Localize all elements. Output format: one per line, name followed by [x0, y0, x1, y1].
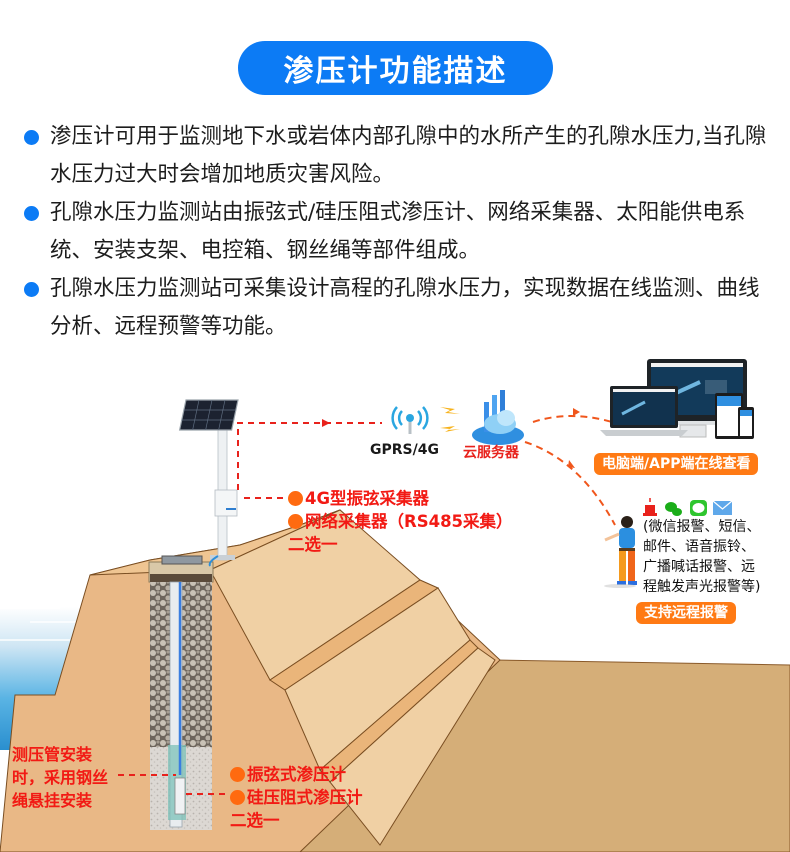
alarm-line: 程触发声光报警等)	[643, 579, 761, 595]
bullet-dot-icon	[24, 282, 39, 297]
alarm-line: 广播喊话报警、远	[643, 559, 755, 575]
alarm-methods-text: (微信报警、短信、 邮件、语音振铃、 广播喊话报警、远 程触发声光报警等)	[643, 517, 760, 597]
message-icon	[690, 500, 707, 516]
control-box	[214, 489, 238, 517]
piezometer	[174, 777, 186, 815]
siren-icon	[643, 498, 657, 516]
online-view-badge: 电脑端/APP端在线查看	[594, 453, 759, 475]
mail-icon	[712, 500, 733, 515]
bullet-text: 渗压计可用于监测地下水或岩体内部孔隙中的水所产生的孔隙水压力,当孔隙水压力过大时…	[50, 124, 767, 187]
signal-bolt-icon	[440, 407, 460, 432]
description-list: 渗压计可用于监测地下水或岩体内部孔隙中的水所产生的孔隙水压力,当孔隙水压力过大时…	[18, 118, 778, 346]
bullet-dot-icon	[24, 206, 39, 221]
collector-option-rs485: 网络采集器（RS485采集）	[305, 512, 513, 531]
alarm-line: (微信报警、短信、	[643, 519, 761, 535]
bullet-item: 孔隙水压力监测站可采集设计高程的孔隙水压力，实现数据在线监测、曲线分析、远程预警…	[18, 270, 778, 346]
bullet-text: 孔隙水压力监测站由振弦式/硅压阻式渗压计、网络采集器、太阳能供电系统、安装支架、…	[50, 200, 746, 263]
bullet-dot-icon	[24, 130, 39, 145]
bullet-item: 孔隙水压力监测站由振弦式/硅压阻式渗压计、网络采集器、太阳能供电系统、安装支架、…	[18, 194, 778, 270]
install-note: 测压管安装时，采用钢丝绳悬挂安装	[12, 745, 109, 810]
computer-tablet-phone-icon	[600, 359, 754, 439]
remote-alarm-badge: 支持远程报警	[636, 602, 736, 624]
option-dot-icon	[230, 767, 245, 782]
wechat-icon	[665, 502, 682, 516]
page-title: 渗压计功能描述	[238, 41, 553, 95]
diagram-illustration	[0, 359, 790, 852]
option-dot-icon	[230, 790, 245, 805]
antenna-signal-icon	[391, 406, 429, 434]
cloud-server-icon	[472, 390, 524, 445]
sensor-options: 振弦式渗压计 硅压阻式渗压计 二选一	[230, 763, 363, 832]
cloud-server-label: 云服务器	[463, 445, 519, 461]
sensor-choose-one: 二选一	[230, 811, 280, 830]
bullet-text: 孔隙水压力监测站可采集设计高程的孔隙水压力，实现数据在线监测、曲线分析、远程预警…	[50, 276, 760, 339]
option-dot-icon	[288, 514, 303, 529]
person-on-phone-icon	[604, 516, 637, 588]
sensor-option-vibrating-wire: 振弦式渗压计	[247, 765, 346, 784]
collector-choose-one: 二选一	[288, 535, 338, 554]
collector-option-4g: 4G型振弦采集器	[305, 489, 430, 508]
sensor-option-piezoresistive: 硅压阻式渗压计	[247, 788, 363, 807]
monitoring-diagram: GPRS/4G 云服务器 电脑端/APP端在线查看 (微信报警、短信、 邮件、语…	[0, 350, 790, 852]
bullet-item: 渗压计可用于监测地下水或岩体内部孔隙中的水所产生的孔隙水压力,当孔隙水压力过大时…	[18, 118, 778, 194]
gprs-label: GPRS/4G	[370, 442, 439, 458]
option-dot-icon	[288, 491, 303, 506]
collector-options: 4G型振弦采集器 网络采集器（RS485采集） 二选一	[288, 487, 513, 556]
solar-panel-icon	[178, 399, 239, 431]
alarm-line: 邮件、语音振铃、	[643, 539, 755, 555]
